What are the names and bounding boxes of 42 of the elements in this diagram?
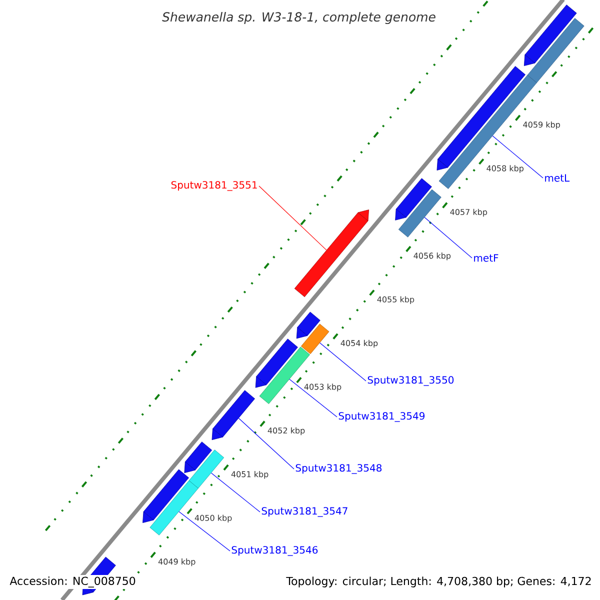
gene-label: Sputw3181_3550 [368, 376, 454, 386]
gene-block [142, 469, 189, 523]
gene-block [294, 210, 369, 298]
leader-line [424, 217, 472, 258]
gene-block [296, 312, 320, 339]
gene-block [395, 178, 432, 220]
gene-label: Sputw3181_3551 [171, 181, 257, 191]
gene-bar [188, 450, 224, 488]
leader-line [289, 378, 338, 418]
title: Shewanella sp. W3-18-1, complete genome [162, 12, 436, 24]
gene-bar [398, 189, 442, 238]
leader-line [178, 511, 230, 552]
tick-label: 4058 kbp [486, 165, 524, 173]
tick-label: 4057 kbp [450, 208, 488, 217]
gene-block [255, 338, 298, 388]
tick-label: 4055 kbp [377, 296, 414, 304]
gene-bar [301, 324, 330, 354]
leader-line [492, 136, 544, 178]
tick-label: 4056 kbp [414, 252, 451, 260]
tick-label: 4051 kbp [231, 471, 268, 479]
tick-label: 4052 kbp [268, 427, 305, 436]
leader-line [320, 342, 366, 382]
tick-label: 4059 kbp [523, 121, 560, 130]
gene-label: Sputw3181_3547 [262, 507, 348, 517]
gene-label: Sputw3181_3546 [232, 546, 318, 556]
leader-line [238, 418, 294, 470]
gene-label: Sputw3181_3549 [338, 412, 425, 422]
tick-label: 4054 kbp [340, 340, 378, 348]
gene-label: Sputw3181_3548 [296, 464, 382, 474]
gene-label: metL [545, 174, 570, 182]
leader-line [210, 472, 260, 512]
tick-label: 4053 kbp [304, 384, 342, 392]
tick-label: 4049 kbp [158, 558, 196, 566]
gene-label: metF [474, 254, 498, 262]
gene-block [524, 4, 577, 66]
footer-text: Accession: NC_008750 [8, 575, 138, 589]
tick-label: 4050 kbp [194, 514, 232, 522]
footer-text: Topology: circular; Length: 4,708,380 bp; Genes: 4,172 [286, 576, 591, 588]
gene-bar [527, 18, 584, 83]
leader-line [258, 186, 327, 250]
gene-block [184, 442, 212, 474]
gene-block [212, 390, 255, 440]
